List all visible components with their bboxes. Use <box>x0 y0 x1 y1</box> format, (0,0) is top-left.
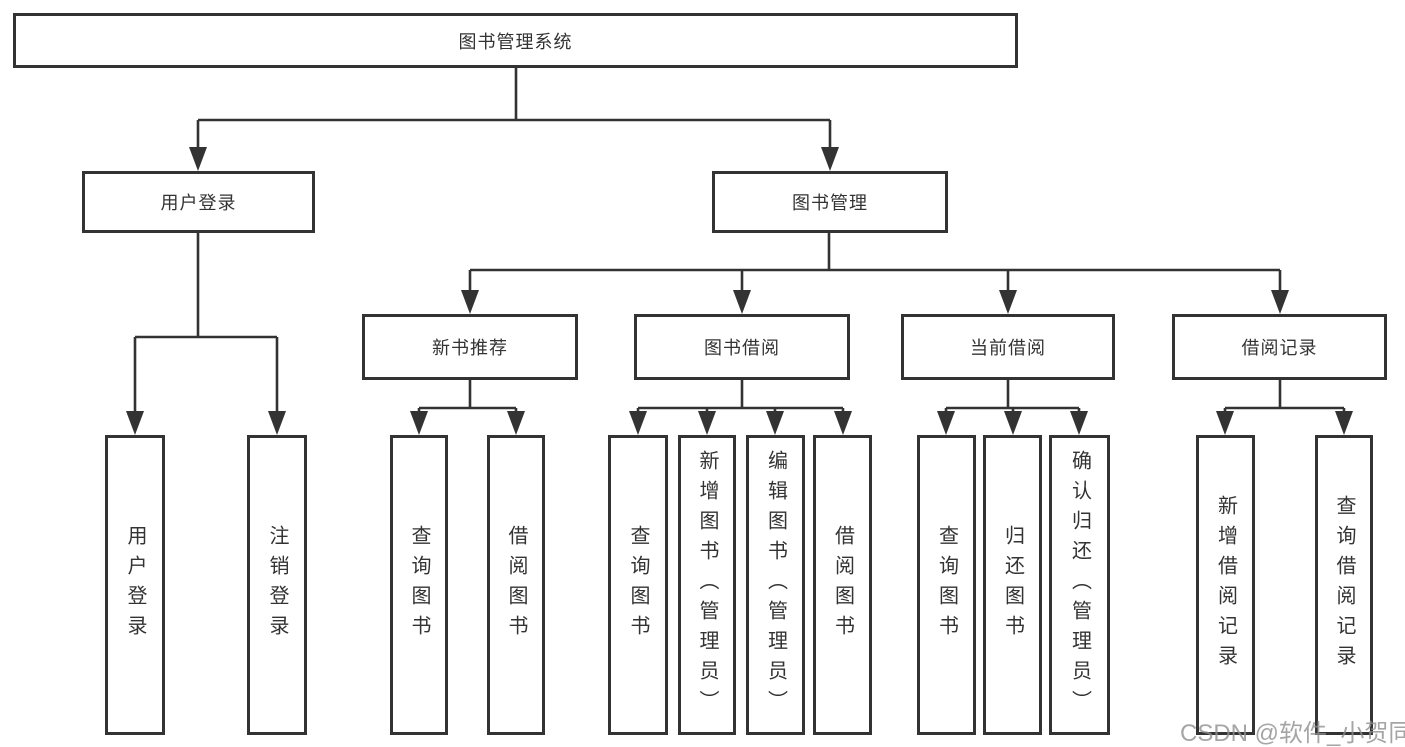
leaf-return-books: 归还图书 <box>983 435 1042 735</box>
node-book-borrow: 图书借阅 <box>634 314 850 380</box>
connector-newbook-to-leaves <box>417 380 518 414</box>
node-label: 查询图书 <box>935 525 958 645</box>
connector-borrowrecords-to-leaves <box>1223 380 1346 414</box>
arrowhead-icon <box>507 411 525 435</box>
leaf-query-books-1: 查询图书 <box>390 435 448 735</box>
leaf-user-login: 用户登录 <box>105 435 165 735</box>
leaf-logout: 注销登录 <box>247 435 307 735</box>
node-label: 图书管理系统 <box>458 31 573 52</box>
node-label: 借阅图书 <box>831 525 854 645</box>
node-label: 新增借阅记录 <box>1214 495 1237 675</box>
leaf-confirm-return-admin: 确认归还（管理员） <box>1049 435 1110 735</box>
node-label: 归还图书 <box>1001 525 1024 645</box>
node-label: 图书管理 <box>792 193 868 213</box>
node-label: 编辑图书（管理员） <box>764 450 787 720</box>
node-label: 查询图书 <box>408 525 430 645</box>
node-label: 新增图书（管理员） <box>696 450 718 720</box>
csdn-watermark: CSDN @软件_小贺同学 <box>1180 720 1405 747</box>
node-label: 新书推荐 <box>432 338 508 358</box>
connector-bookmgmt-to-level3 <box>468 233 1282 292</box>
node-label: 借阅记录 <box>1241 338 1318 358</box>
arrowhead-icon <box>698 411 716 435</box>
arrowhead-icon <box>629 411 647 435</box>
arrowhead-icon <box>1271 290 1289 314</box>
leaf-edit-books-admin: 编辑图书（管理员） <box>746 435 805 735</box>
leaf-query-books-2: 查询图书 <box>608 435 668 735</box>
node-label: 确认归还（管理员） <box>1068 450 1091 720</box>
arrowhead-icon <box>937 411 955 435</box>
arrowhead-icon <box>1216 411 1234 435</box>
node-label: 用户登录 <box>160 193 237 213</box>
arrowhead-icon <box>126 411 144 435</box>
node-user-login: 用户登录 <box>82 171 315 233</box>
arrowhead-icon <box>1335 411 1353 435</box>
connector-bookborrow-to-leaves <box>636 380 845 414</box>
connector-userlogin-to-leaves <box>133 233 279 413</box>
arrowhead-icon <box>834 411 852 435</box>
node-label: 用户登录 <box>124 525 146 645</box>
leaf-query-books-3: 查询图书 <box>917 435 976 735</box>
leaf-borrow-books-2: 借阅图书 <box>813 435 872 735</box>
arrowhead-icon <box>268 411 286 435</box>
node-label: 注销登录 <box>266 525 288 645</box>
arrowhead-icon <box>1004 411 1022 435</box>
node-current-borrow: 当前借阅 <box>901 314 1115 380</box>
leaf-query-borrow-record: 查询借阅记录 <box>1315 435 1373 735</box>
node-label: 图书借阅 <box>704 338 780 358</box>
arrowhead-icon <box>999 290 1017 314</box>
node-borrow-records: 借阅记录 <box>1172 314 1387 380</box>
leaf-add-borrow-record: 新增借阅记录 <box>1196 435 1255 735</box>
node-root-system: 图书管理系统 <box>13 13 1018 68</box>
arrowhead-icon <box>766 411 784 435</box>
arrowhead-icon <box>821 147 839 171</box>
node-label: 查询借阅记录 <box>1333 495 1355 675</box>
node-label: 借阅图书 <box>505 525 527 645</box>
node-label: 查询图书 <box>627 525 649 645</box>
leaf-borrow-books-1: 借阅图书 <box>487 435 545 735</box>
arrowhead-icon <box>733 290 751 314</box>
arrowhead-icon <box>410 411 428 435</box>
node-book-management: 图书管理 <box>712 171 948 233</box>
arrowhead-icon <box>461 290 479 314</box>
connector-currentborrow-to-leaves <box>944 380 1081 414</box>
leaf-add-books-admin: 新增图书（管理员） <box>678 435 736 735</box>
arrowhead-icon <box>189 147 207 171</box>
arrowhead-icon <box>1070 411 1088 435</box>
node-new-book-recommend: 新书推荐 <box>362 314 578 380</box>
node-label: 当前借阅 <box>970 338 1046 358</box>
connector-root-to-level2 <box>196 68 832 149</box>
